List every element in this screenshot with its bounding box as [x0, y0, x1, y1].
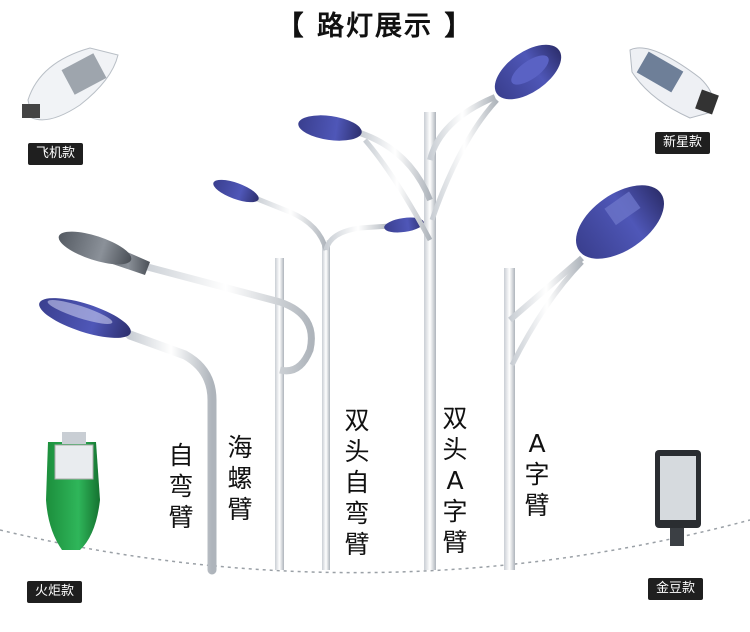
jindou-product-image	[655, 450, 701, 546]
double-head-self-bend-light	[213, 179, 424, 570]
huoju-style-tag: 火炬款	[27, 581, 83, 603]
label-hai-luo-bi: 海螺臂	[227, 433, 253, 524]
label-shuang-tou-a-zi-bi: 双头A字臂	[442, 404, 468, 557]
feiji-product-image	[22, 47, 119, 121]
xinxing-product-image	[629, 47, 719, 119]
ground-arc	[0, 519, 750, 574]
label-shuang-tou-zi-wan-bi: 双头自弯臂	[344, 406, 370, 559]
self-bend-arm-light	[39, 298, 217, 575]
conch-arm-light	[58, 231, 315, 570]
jindou-style-tag: 金豆款	[648, 578, 704, 600]
label-zi-wan-bi: 自弯臂	[168, 441, 194, 532]
huoju-product-image	[46, 432, 100, 550]
a-arm-light	[504, 185, 664, 570]
xinxing-style-tag: 新星款	[655, 132, 711, 154]
label-a-zi-bi: A字臂	[524, 429, 550, 520]
page-title: 【 路灯展示 】	[276, 11, 474, 42]
feiji-style-tag: 飞机款	[28, 143, 84, 165]
double-head-a-arm-light	[298, 44, 562, 570]
